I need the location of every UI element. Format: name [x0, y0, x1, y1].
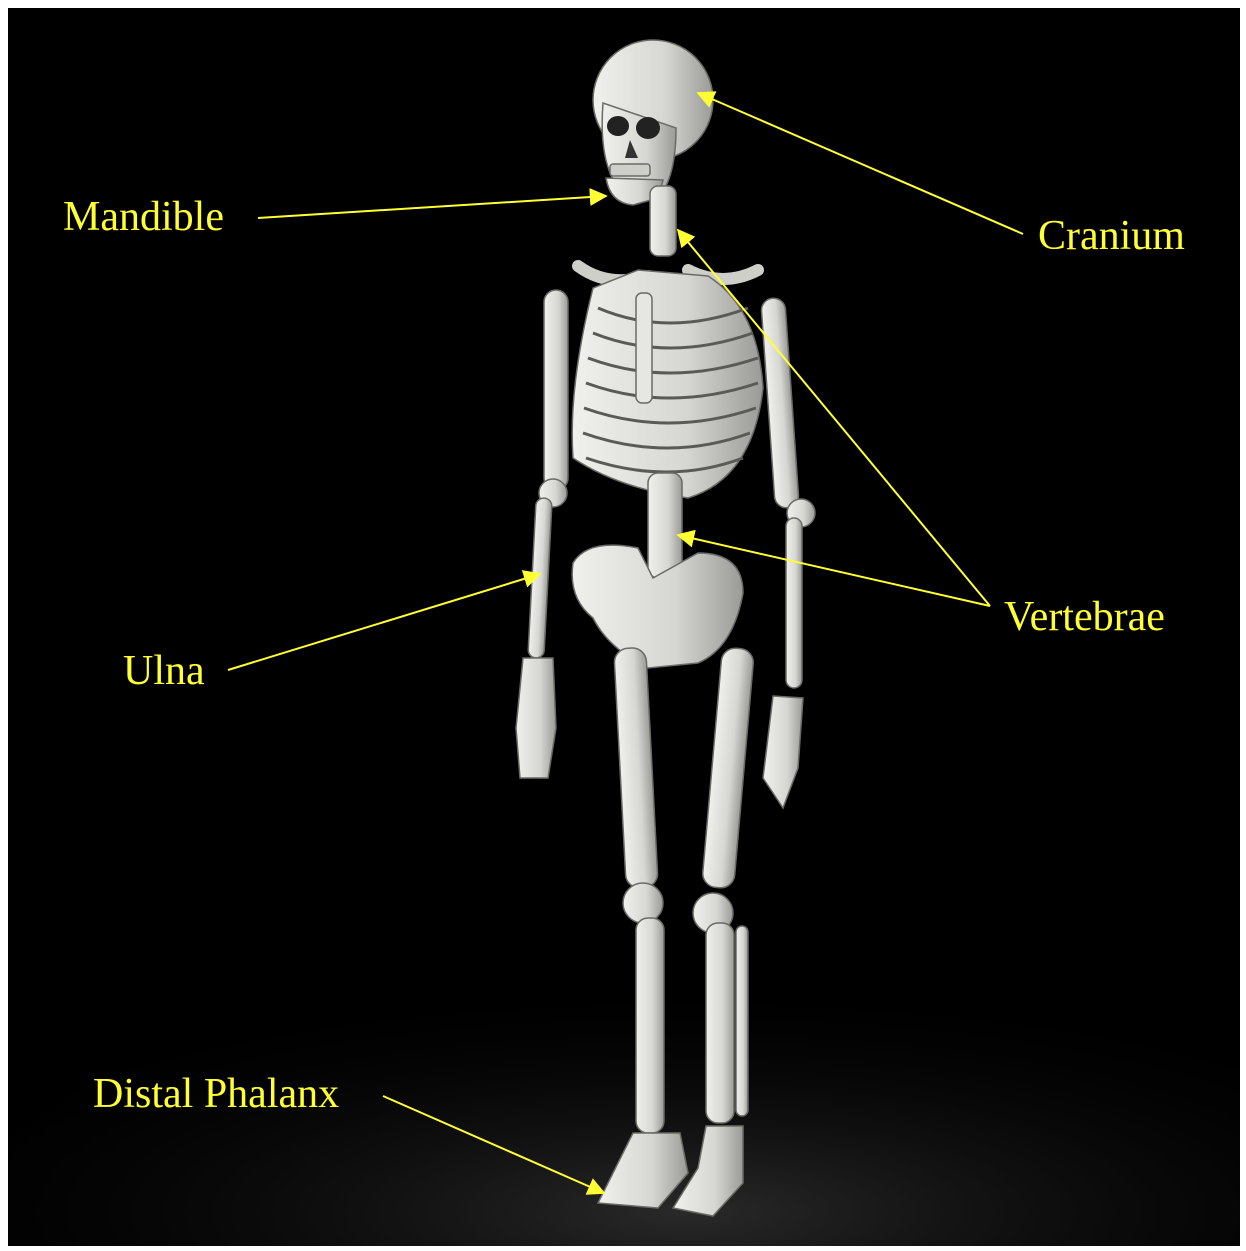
hand-left — [516, 658, 556, 778]
femur-left — [614, 647, 659, 888]
humerus-left — [544, 290, 568, 490]
label-mandible: Mandible — [63, 196, 224, 238]
cranium-leader — [698, 93, 1023, 234]
mandible-leader — [258, 196, 606, 218]
eye-socket-left — [607, 116, 629, 136]
eye-socket-right — [636, 117, 660, 139]
fibula-right — [736, 926, 748, 1116]
knee-left — [623, 883, 663, 923]
cervical-spine — [650, 186, 676, 256]
ulna-leader — [228, 574, 540, 670]
skeleton-diagram: Mandible Cranium Vertebrae Ulna Distal P… — [8, 8, 1240, 1246]
label-vertebrae: Vertebrae — [1004, 596, 1165, 638]
radius-right — [786, 518, 802, 688]
tibia-left — [636, 918, 664, 1133]
teeth — [610, 164, 650, 176]
sternum — [636, 293, 652, 403]
humerus-right — [761, 297, 800, 508]
label-ulna: Ulna — [123, 650, 205, 692]
tibia-right — [706, 923, 734, 1123]
label-distal-phalanx: Distal Phalanx — [93, 1073, 339, 1115]
label-cranium: Cranium — [1038, 215, 1185, 257]
lumbar-spine — [648, 473, 682, 578]
ulna-shape — [528, 498, 552, 659]
hand-right — [763, 696, 803, 808]
femur-right — [702, 647, 755, 889]
